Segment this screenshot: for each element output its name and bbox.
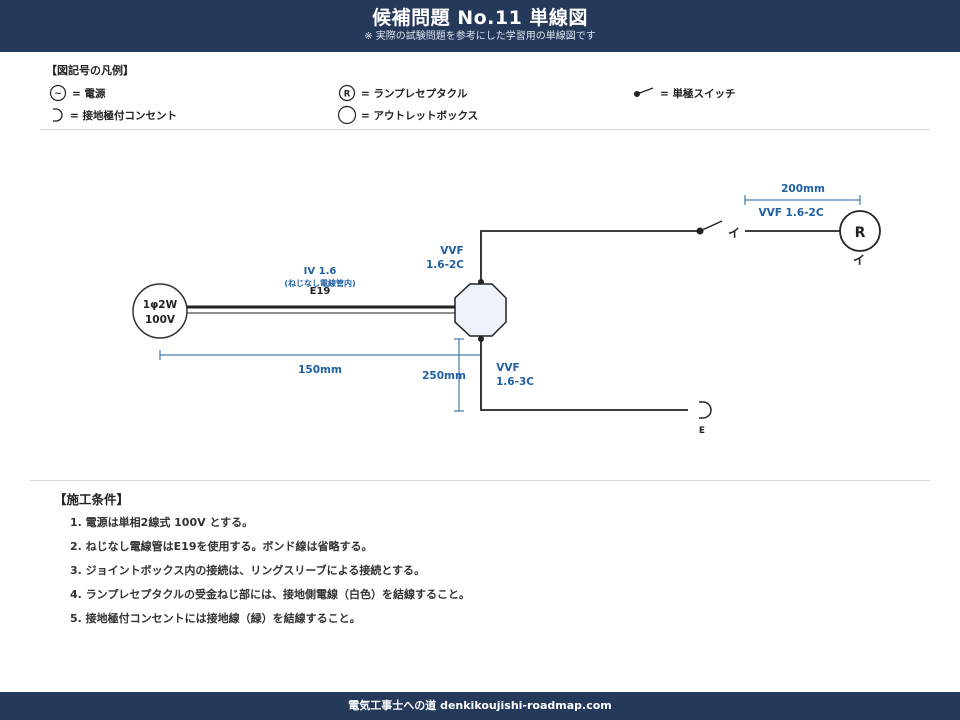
legend-label-power: = 電源 (72, 87, 106, 100)
dimension-150-label: 150mm (298, 364, 342, 376)
condition-item: 5. 接地極付コンセントには接地線（緑）を結線すること。 (70, 612, 361, 625)
switch-tag: イ (728, 226, 740, 240)
legend-label-outlet: = 接地極付コンセント (70, 109, 177, 122)
power-source: 1φ2W 100V (132, 283, 188, 339)
legend-item-outlet: = 接地極付コンセント (50, 106, 177, 124)
wiring-diagram: 1φ2W 100V IV 1.6 (ねじなし電線管内) E19 150mm 25… (132, 183, 881, 436)
legend-label-lamp: = ランプレセプタクル (361, 87, 468, 100)
legend-item-box: = アウトレットボックス (337, 105, 478, 125)
legend-item-switch: = 単極スイッチ (632, 84, 735, 102)
upper-wire (480, 230, 700, 282)
dimension-250-label: 250mm (422, 370, 466, 382)
conduit-pipe-label: E19 (310, 286, 331, 297)
grounded-outlet-icon (53, 108, 63, 122)
condition-item: 1. 電源は単相2線式 100V とする。 (70, 516, 254, 529)
conduit-cable-label: IV 1.6 (304, 266, 337, 277)
single-pole-switch-icon (634, 87, 654, 97)
lamp-cable-label: VVF 1.6-2C (758, 207, 823, 219)
source-line2: 100V (145, 314, 176, 326)
condition-item: 3. ジョイントボックス内の接続は、リングスリーブによる接続とする。 (70, 564, 426, 577)
outlet-tag: E (699, 426, 705, 436)
footer-text: 電気工事士への道 denkikoujishi-roadmap.com (348, 699, 612, 712)
upper-cable-line2: 1.6-2C (426, 259, 464, 271)
lower-wire (480, 339, 688, 411)
lower-junction-dot (478, 336, 484, 342)
conditions-title: 【施工条件】 (54, 492, 130, 507)
dimension-200-label: 200mm (781, 183, 825, 195)
legend-label-box: = アウトレットボックス (361, 109, 479, 122)
page-subtitle: ※ 実際の試験問題を参考にした学習用の単線図です (364, 31, 596, 42)
condition-item: 2. ねじなし電線管はE19を使用する。ボンド線は省略する。 (70, 540, 373, 553)
dimension-200 (744, 195, 861, 205)
grounded-outlet (699, 401, 712, 419)
lamp-tag: イ (853, 253, 865, 267)
conduit-run (187, 305, 455, 314)
single-pole-switch (696, 220, 723, 235)
legend-item-power: ~ = 電源 (48, 84, 105, 102)
page-title: 候補問題 No.11 単線図 (372, 7, 588, 29)
condition-item: 4. ランプレセプタクルの受金ねじ部には、接地側電線（白色）を結線すること。 (70, 588, 470, 601)
power-source-symbol: ~ (54, 89, 62, 99)
lamp-receptacle: R (839, 210, 881, 252)
source-line1: 1φ2W (143, 299, 178, 311)
lower-cable-line2: 1.6-3C (496, 376, 534, 388)
legend: 【図記号の凡例】 ~ = 電源 R = ランプレセプタクル = 単極スイッチ =… (40, 62, 930, 130)
lamp-receptacle-symbol: R (344, 90, 351, 100)
lamp-receptacle-icon: R (338, 84, 356, 102)
construction-conditions: 【施工条件】 1. 電源は単相2線式 100V とする。 2. ねじなし電線管は… (30, 480, 930, 660)
dimension-150 (159, 350, 480, 360)
lamp-symbol: R (855, 225, 866, 241)
upper-cable-line1: VVF (440, 245, 463, 257)
conditions-list: 1. 電源は単相2線式 100V とする。 2. ねじなし電線管はE19を使用す… (70, 513, 470, 633)
legend-label-switch: = 単極スイッチ (660, 87, 736, 100)
page-footer: 電気工事士への道 denkikoujishi-roadmap.com (0, 692, 960, 720)
legend-title: 【図記号の凡例】 (46, 64, 134, 77)
power-source-icon: ~ (49, 84, 67, 102)
legend-item-lamp: R = ランプレセプタクル (337, 84, 467, 102)
outlet-box (454, 283, 507, 337)
outlet-box-icon (337, 105, 357, 125)
conduit-cable-note: (ねじなし電線管内) (284, 278, 355, 288)
page-header: 候補問題 No.11 単線図 ※ 実際の試験問題を参考にした学習用の単線図です (0, 0, 960, 52)
lower-cable-line1: VVF (496, 362, 519, 374)
dimension-250 (454, 338, 464, 412)
